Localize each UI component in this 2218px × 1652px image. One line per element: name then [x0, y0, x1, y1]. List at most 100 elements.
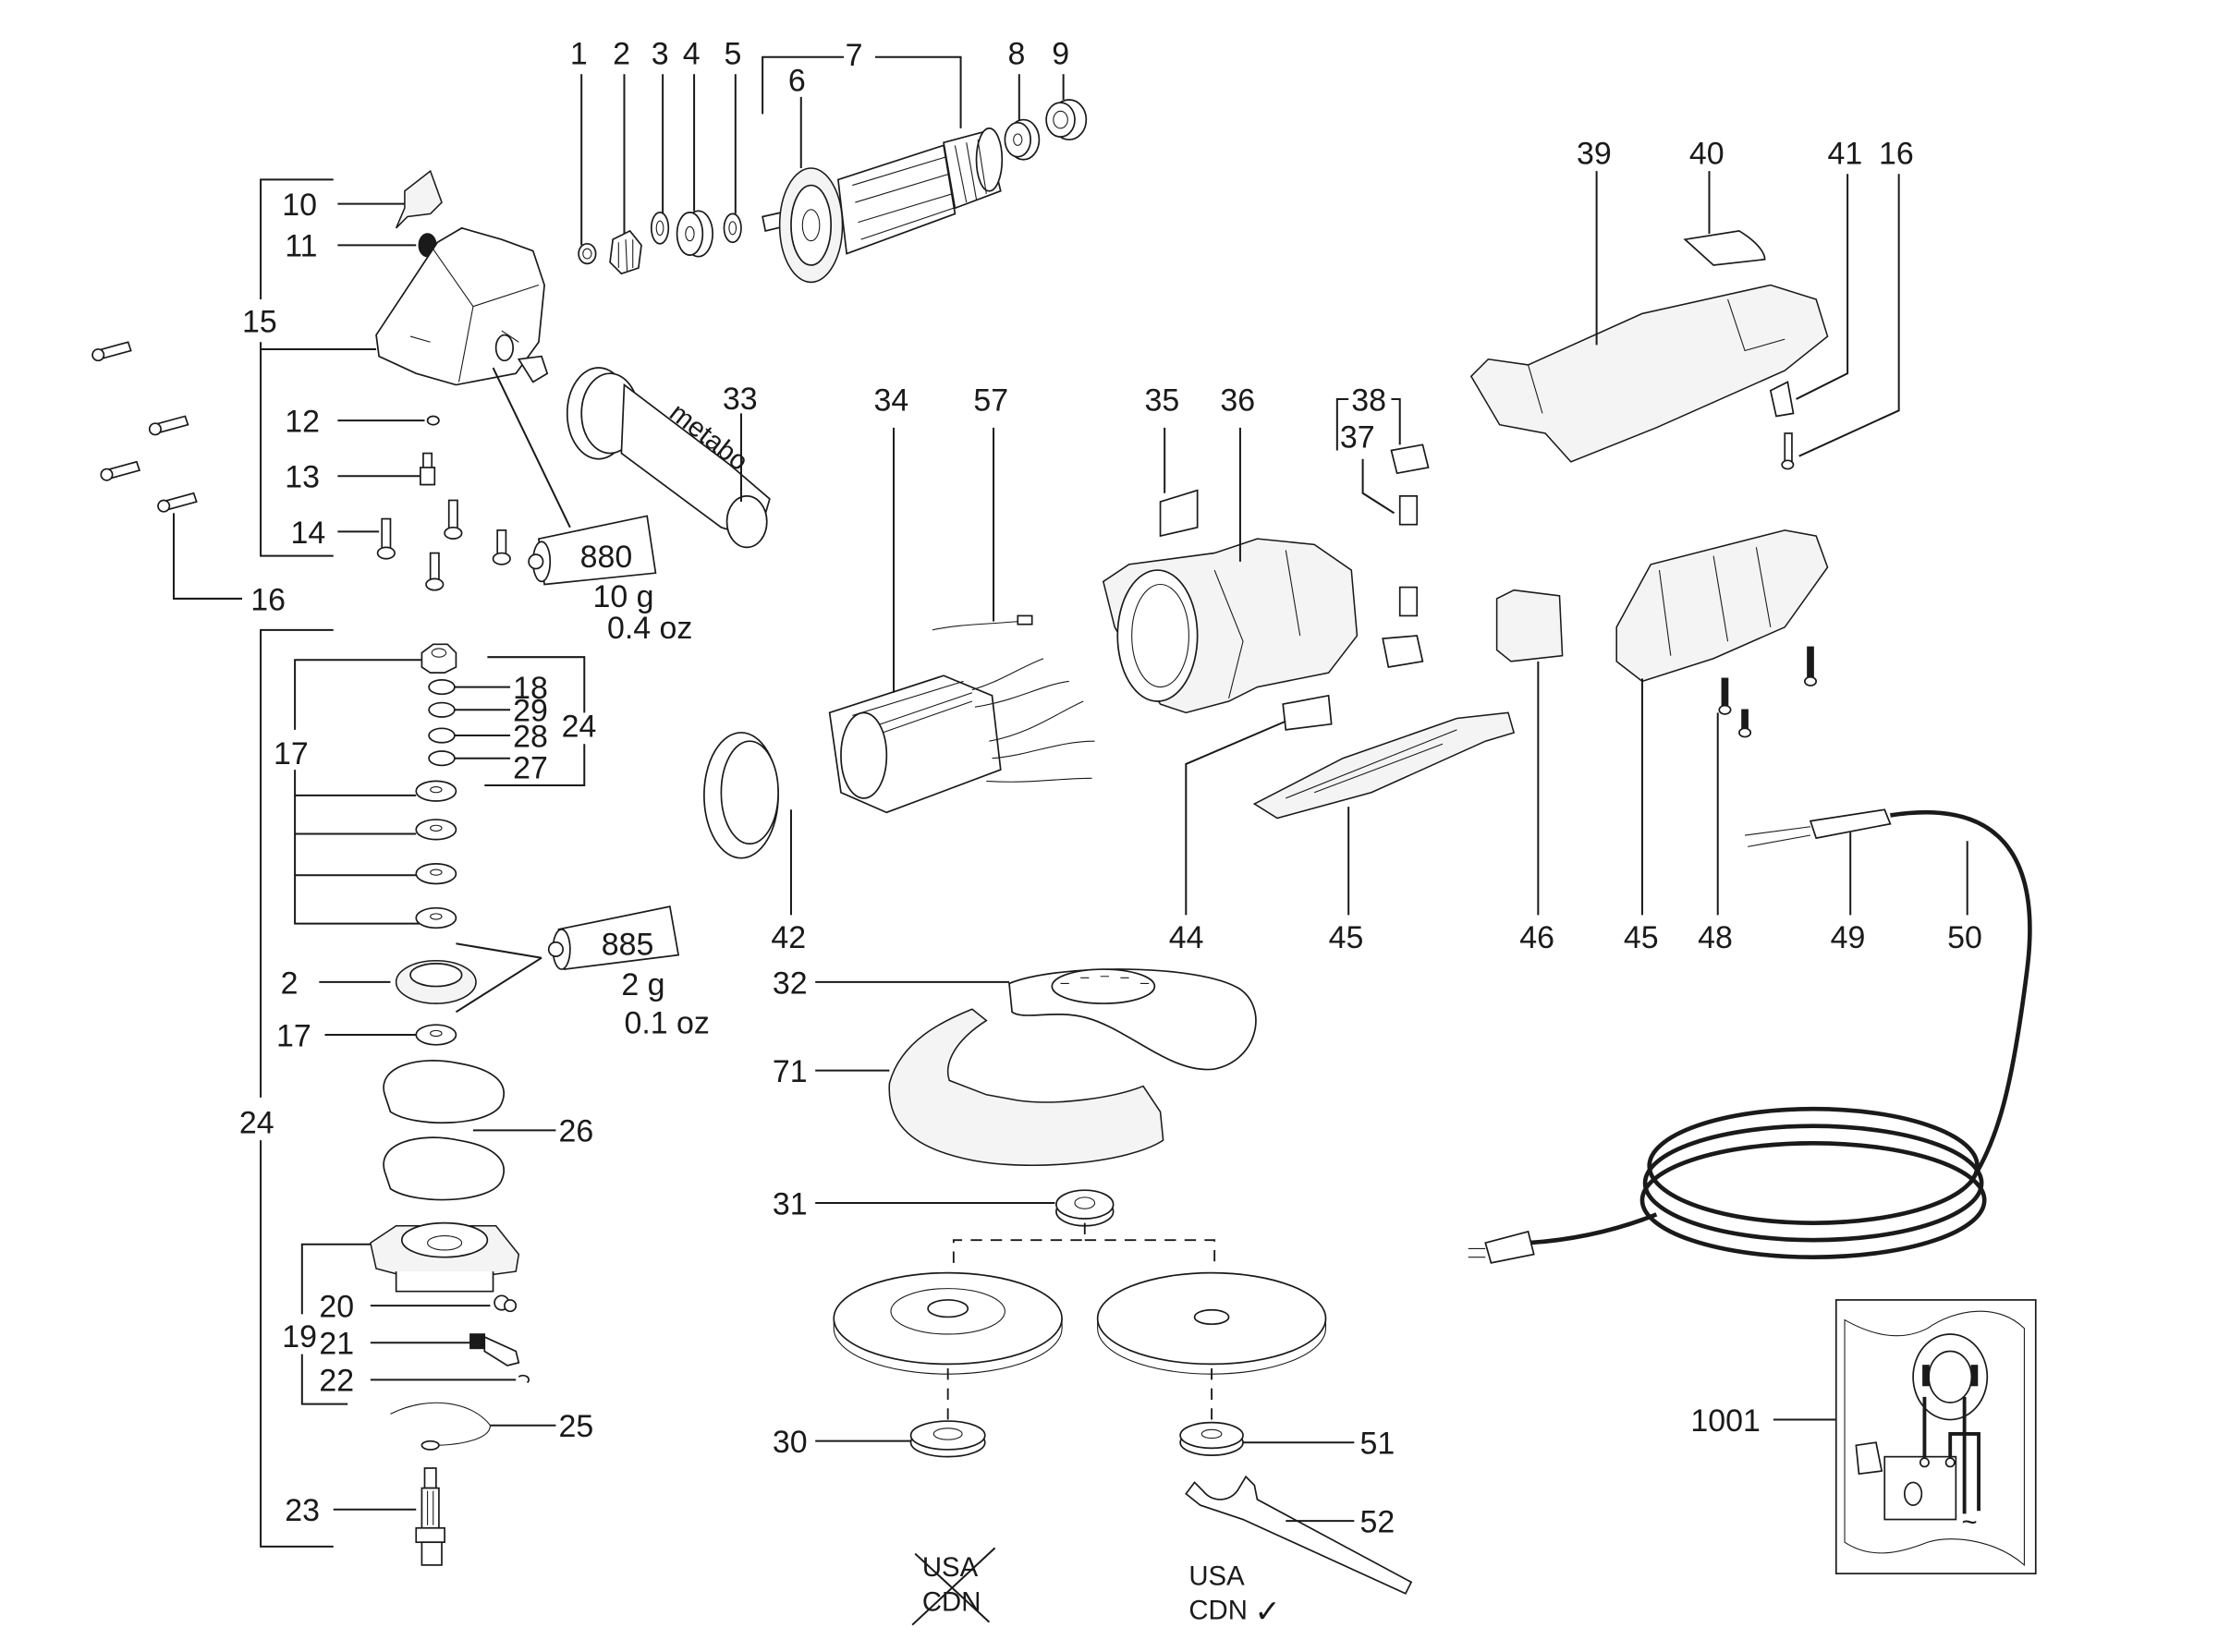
part-26-gaskets[interactable]: 26: [383, 1060, 594, 1201]
label-45-a: 45: [1329, 920, 1364, 955]
part-35-label[interactable]: 35: [1145, 383, 1199, 538]
bracket-24-inner: 24: [484, 656, 597, 787]
label-16-left: 16: [250, 582, 286, 617]
brush-bracket-37-38: 38 37: [1335, 383, 1401, 515]
grease-885-weight: 2 g: [621, 967, 664, 1002]
part-8-bearing[interactable]: 8: [1004, 36, 1041, 161]
label-31: 31: [773, 1186, 808, 1221]
label-38: 38: [1351, 383, 1386, 418]
part-45-bottom-cover[interactable]: 45: [1252, 711, 1516, 955]
part-16-screws-left[interactable]: 16: [91, 341, 286, 617]
label-21: 21: [319, 1327, 354, 1362]
label-42: 42: [771, 920, 806, 955]
label-24-inner: 24: [562, 710, 597, 745]
part-32-guard[interactable]: 32: [773, 966, 1257, 1071]
label-33: 33: [723, 382, 758, 417]
part-12-pin[interactable]: 12: [285, 404, 440, 439]
part-9-bearing-cap[interactable]: 9: [1045, 36, 1088, 141]
region-right-line2: CDN: [1188, 1596, 1247, 1626]
part-40-label[interactable]: 40: [1683, 136, 1766, 266]
label-10: 10: [282, 188, 317, 223]
label-71: 71: [773, 1054, 808, 1089]
part-49-cable-sleeve[interactable]: 49: [1744, 808, 1892, 955]
bracket-17: 17: [274, 659, 431, 925]
label-17-top: 17: [274, 736, 309, 771]
bracket-19: 19: [282, 1243, 371, 1405]
part-23-spindle[interactable]: 23: [285, 1467, 445, 1566]
grinding-disc-depressed[interactable]: [833, 1271, 1063, 1420]
part-18-washer[interactable]: 18: [428, 671, 548, 706]
grease-tube-885[interactable]: 885 2 g 0.1 oz: [547, 905, 710, 1040]
part-48-screws[interactable]: 48: [1698, 646, 1818, 955]
label-45-b: 45: [1624, 920, 1659, 955]
region-note-applicable: USA CDN ✓: [1188, 1561, 1280, 1629]
part-34-stator[interactable]: 34: [828, 383, 1095, 814]
part-3-washer[interactable]: 3: [650, 36, 670, 245]
label-28: 28: [513, 719, 548, 754]
part-22-circlip[interactable]: 22: [319, 1364, 530, 1399]
label-51: 51: [1360, 1427, 1395, 1462]
label-40: 40: [1689, 136, 1724, 171]
part-38-brush-holders[interactable]: [1382, 443, 1430, 668]
part-16-screw-right[interactable]: 16: [1781, 136, 1914, 470]
part-2-bevel-gear[interactable]: 2: [281, 942, 542, 1014]
part-20-spring[interactable]: 20: [319, 1289, 518, 1324]
label-32: 32: [773, 966, 808, 1001]
grease-tube-880[interactable]: 880 10 g 0.4 oz: [528, 515, 692, 646]
part-52-pin-wrench[interactable]: 52: [1185, 1475, 1413, 1595]
part-71-guard-extension[interactable]: 71: [773, 1008, 1164, 1166]
part-51-two-hole-nut[interactable]: 51: [1179, 1421, 1395, 1462]
label-49: 49: [1831, 920, 1866, 955]
part-41-cover[interactable]: 41: [1769, 136, 1862, 418]
label-26: 26: [559, 1114, 594, 1149]
part-17-disc[interactable]: 17: [276, 1018, 457, 1053]
part-14-screws[interactable]: 14: [290, 499, 511, 591]
gear-housing[interactable]: [375, 226, 571, 528]
part-31-flange[interactable]: 31: [773, 1186, 1216, 1266]
part-11-spring[interactable]: 11: [285, 229, 437, 264]
grease-885-weight-imperial: 0.1 oz: [624, 1005, 709, 1040]
part-5-washer[interactable]: 5: [723, 36, 742, 244]
label-5: 5: [724, 36, 741, 71]
region-left-line2: CDN: [922, 1586, 981, 1617]
part-1001-wiring-diagram[interactable]: 1001 ~: [1690, 1299, 2037, 1574]
label-22: 22: [319, 1364, 354, 1399]
part-4-bearing[interactable]: 4: [676, 36, 713, 258]
grease-885-code: 885: [602, 928, 654, 963]
label-30: 30: [773, 1425, 808, 1460]
part-27-washer[interactable]: 27: [428, 750, 548, 785]
part-42-brush-holder-ring[interactable]: 42: [703, 732, 806, 955]
part-13-spindle-lock[interactable]: 13: [285, 452, 436, 495]
part-10-lever[interactable]: 10: [282, 169, 443, 229]
label-8: 8: [1007, 36, 1025, 71]
part-6-7-armature[interactable]: 7 6: [762, 38, 1004, 284]
label-20: 20: [319, 1289, 354, 1324]
label-29: 29: [513, 694, 548, 729]
part-39-handle-shell[interactable]: 39: [1469, 136, 1829, 463]
part-45-lower-shell[interactable]: 45: [1615, 529, 1829, 955]
part-36-motor-housing[interactable]: 36: [1102, 383, 1359, 714]
part-19-flange-housing[interactable]: [370, 1221, 520, 1293]
label-15: 15: [242, 304, 277, 339]
part-46-switch[interactable]: 46: [1495, 589, 1564, 955]
stack-discs[interactable]: [415, 780, 457, 929]
part-29-washer[interactable]: 29: [428, 694, 548, 729]
bracket-15: 15: [242, 178, 377, 557]
part-1-nut[interactable]: 1: [570, 36, 597, 265]
part-50-power-cord[interactable]: 50: [1468, 809, 2032, 1264]
part-2-pinion[interactable]: 2: [609, 36, 642, 275]
stack-nut[interactable]: [420, 643, 457, 674]
part-28-washer[interactable]: 28: [428, 719, 548, 754]
grease-880-weight-imperial: 0.4 oz: [607, 611, 692, 646]
part-37-carbon-brushes[interactable]: [1398, 495, 1419, 617]
part-21-lever[interactable]: 21: [319, 1327, 520, 1367]
part-57-wire[interactable]: 57: [932, 383, 1033, 631]
part-33-side-handle[interactable]: metabo 33: [566, 367, 771, 549]
label-14: 14: [290, 516, 325, 551]
part-30-flange-nut[interactable]: 30: [773, 1420, 986, 1460]
grinding-disc-flat[interactable]: [1096, 1271, 1327, 1420]
part-25-ground-wire[interactable]: 25: [390, 1402, 593, 1451]
part-44-label[interactable]: 44: [1169, 694, 1333, 955]
label-4: 4: [683, 36, 701, 71]
